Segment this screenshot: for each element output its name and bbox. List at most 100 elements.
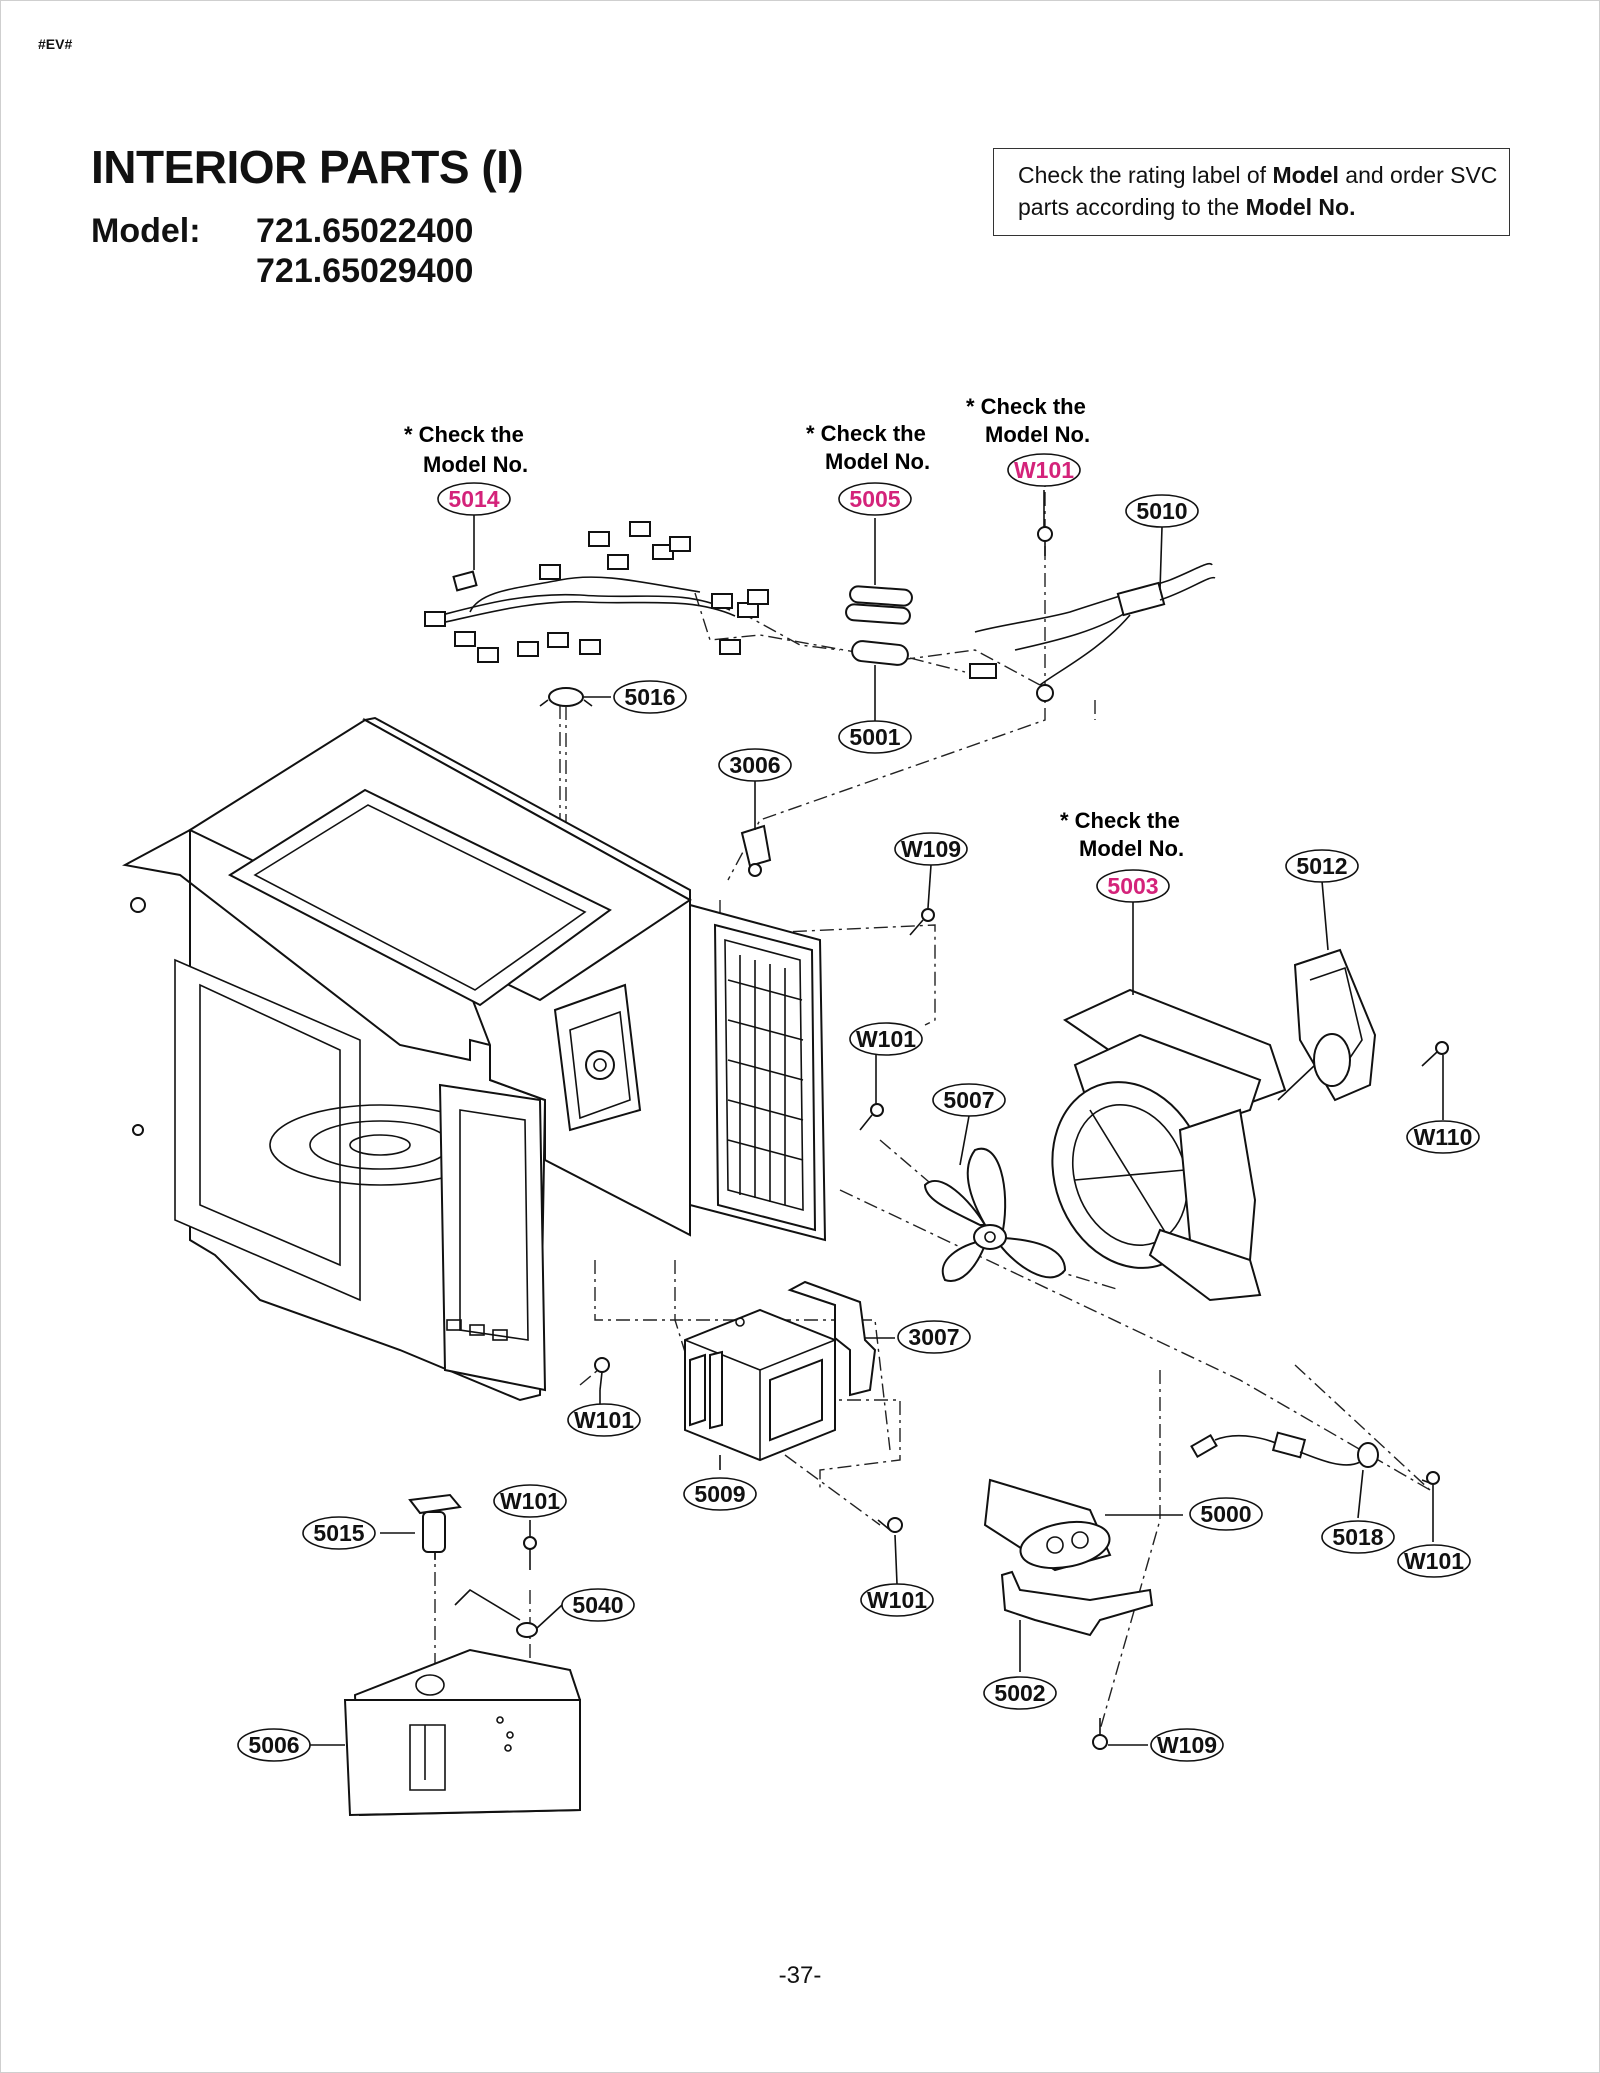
power-cord-5010 [969, 562, 1216, 702]
svg-text:5010: 5010 [1136, 498, 1187, 524]
callout-3006: 3006 [718, 748, 792, 782]
svg-text:5007: 5007 [943, 1087, 994, 1113]
callout-5001: 5001 [838, 720, 912, 754]
notice-bold-1: Model [1272, 162, 1339, 188]
screw-icon [909, 908, 935, 936]
callout-5009: 5009 [683, 1477, 757, 1511]
svg-text:5002: 5002 [994, 1680, 1045, 1706]
svg-text:3007: 3007 [908, 1324, 959, 1350]
callout-5000: 5000 [1189, 1497, 1263, 1531]
svg-text:W101: W101 [856, 1026, 916, 1052]
callout-5040: 5040 [561, 1588, 635, 1622]
svg-text:5016: 5016 [624, 684, 675, 710]
callout-w101-top: W101 [1007, 453, 1081, 487]
svg-text:5009: 5009 [694, 1481, 745, 1507]
callout-5016: 5016 [613, 680, 687, 714]
magnetron-5009 [684, 1308, 836, 1462]
screw-icon [1092, 1718, 1108, 1750]
svg-text:5014: 5014 [448, 486, 499, 512]
svg-text:5015: 5015 [313, 1520, 364, 1546]
leader-lines [307, 490, 1444, 1746]
check-note-w101: * Check the Model No. [966, 394, 1090, 447]
check-note-5005: * Check the Model No. [806, 421, 930, 474]
screw-icon [859, 1103, 884, 1131]
callout-5015: 5015 [302, 1516, 376, 1550]
wire-harness-5014 [424, 521, 841, 663]
svg-text:W101: W101 [574, 1407, 634, 1433]
svg-text:W101: W101 [500, 1488, 560, 1514]
note-line-1: * Check the [966, 394, 1086, 419]
note-line-2: Model No. [825, 449, 930, 474]
notice-bold-2: Model No. [1245, 194, 1356, 220]
document-code: #EV# [38, 36, 73, 52]
page-title: INTERIOR PARTS (I) [91, 141, 524, 193]
screw-icon [523, 1536, 537, 1570]
lever-wire-5040 [454, 1588, 538, 1638]
svg-text:W101: W101 [1404, 1548, 1464, 1574]
model-number-1: 721.65022400 [256, 212, 474, 250]
screw-icon [1037, 526, 1053, 556]
callout-5007: 5007 [932, 1083, 1006, 1117]
callout-5010: 5010 [1125, 494, 1199, 528]
callout-w101-c: W101 [567, 1403, 641, 1437]
screw-icon [594, 1357, 610, 1391]
svg-text:W101: W101 [1014, 457, 1074, 483]
callout-5002: 5002 [983, 1676, 1057, 1710]
diode-5018 [1190, 1431, 1379, 1468]
base-module-5006 [343, 1648, 581, 1817]
fuse-holders-5005 [845, 585, 966, 673]
svg-text:3006: 3006 [729, 752, 780, 778]
fan-motor-5012 [1277, 948, 1449, 1102]
rating-label-notice: Check the rating label of Model and orde… [993, 148, 1510, 236]
notice-text-1: Check the rating label of [1018, 162, 1273, 188]
callout-w110: W110 [1406, 1120, 1480, 1154]
thermostat-5015 [408, 1493, 462, 1560]
fan-duct-5003 [1051, 988, 1287, 1302]
callout-w101-b: W101 [849, 1022, 923, 1056]
latch-switch-3006 [740, 824, 772, 877]
svg-text:W110: W110 [1414, 1124, 1473, 1150]
callout-w101-e: W101 [493, 1484, 567, 1518]
callout-5006: 5006 [237, 1728, 311, 1762]
svg-text:5012: 5012 [1296, 853, 1347, 879]
note-line-2: Model No. [985, 422, 1090, 447]
model-label: Model: [91, 212, 201, 250]
note-line-2: Model No. [423, 452, 528, 477]
svg-text:5040: 5040 [572, 1592, 623, 1618]
back-panel [689, 903, 827, 1242]
check-note-5003: * Check the Model No. [1060, 808, 1184, 861]
note-line-2: Model No. [1079, 836, 1184, 861]
callout-w109-b: W109 [1150, 1728, 1224, 1762]
check-note-5014: * Check the Model No. [404, 422, 528, 477]
callout-5005: 5005 [838, 482, 912, 516]
svg-text:W109: W109 [901, 836, 961, 862]
callout-3007: 3007 [897, 1320, 971, 1354]
screw-icon [1421, 1471, 1440, 1485]
svg-text:W101: W101 [867, 1587, 927, 1613]
svg-text:5001: 5001 [849, 724, 900, 750]
svg-text:5006: 5006 [248, 1732, 299, 1758]
note-line-1: * Check the [404, 422, 524, 447]
callout-w101-f: W101 [860, 1583, 934, 1617]
callout-5003: 5003 [1096, 869, 1170, 903]
callout-w109-a: W109 [894, 832, 968, 866]
callout-5014: 5014 [437, 482, 511, 516]
page-number: -37- [778, 1962, 822, 1989]
svg-text:5000: 5000 [1200, 1501, 1251, 1527]
interlock-bracket [553, 983, 642, 1132]
svg-text:W109: W109 [1157, 1732, 1217, 1758]
callout-w101-d: W101 [1397, 1544, 1471, 1578]
note-line-1: * Check the [806, 421, 926, 446]
svg-text:5018: 5018 [1332, 1524, 1383, 1550]
callout-5018: 5018 [1321, 1520, 1395, 1554]
callout-5012: 5012 [1285, 849, 1359, 883]
screw-icon [877, 1517, 903, 1533]
callout-ovals: 5014 5005 W101 5010 5016 5001 3006 W109 … [237, 453, 1480, 1762]
svg-text:5005: 5005 [849, 486, 900, 512]
svg-text:5003: 5003 [1107, 873, 1158, 899]
bracket-3007 [787, 1280, 877, 1397]
capacitor-bracket-5002 [1000, 1570, 1154, 1637]
notice-text-2: and order SVC parts according to the [1018, 162, 1498, 220]
model-number-2: 721.65029400 [256, 252, 474, 290]
